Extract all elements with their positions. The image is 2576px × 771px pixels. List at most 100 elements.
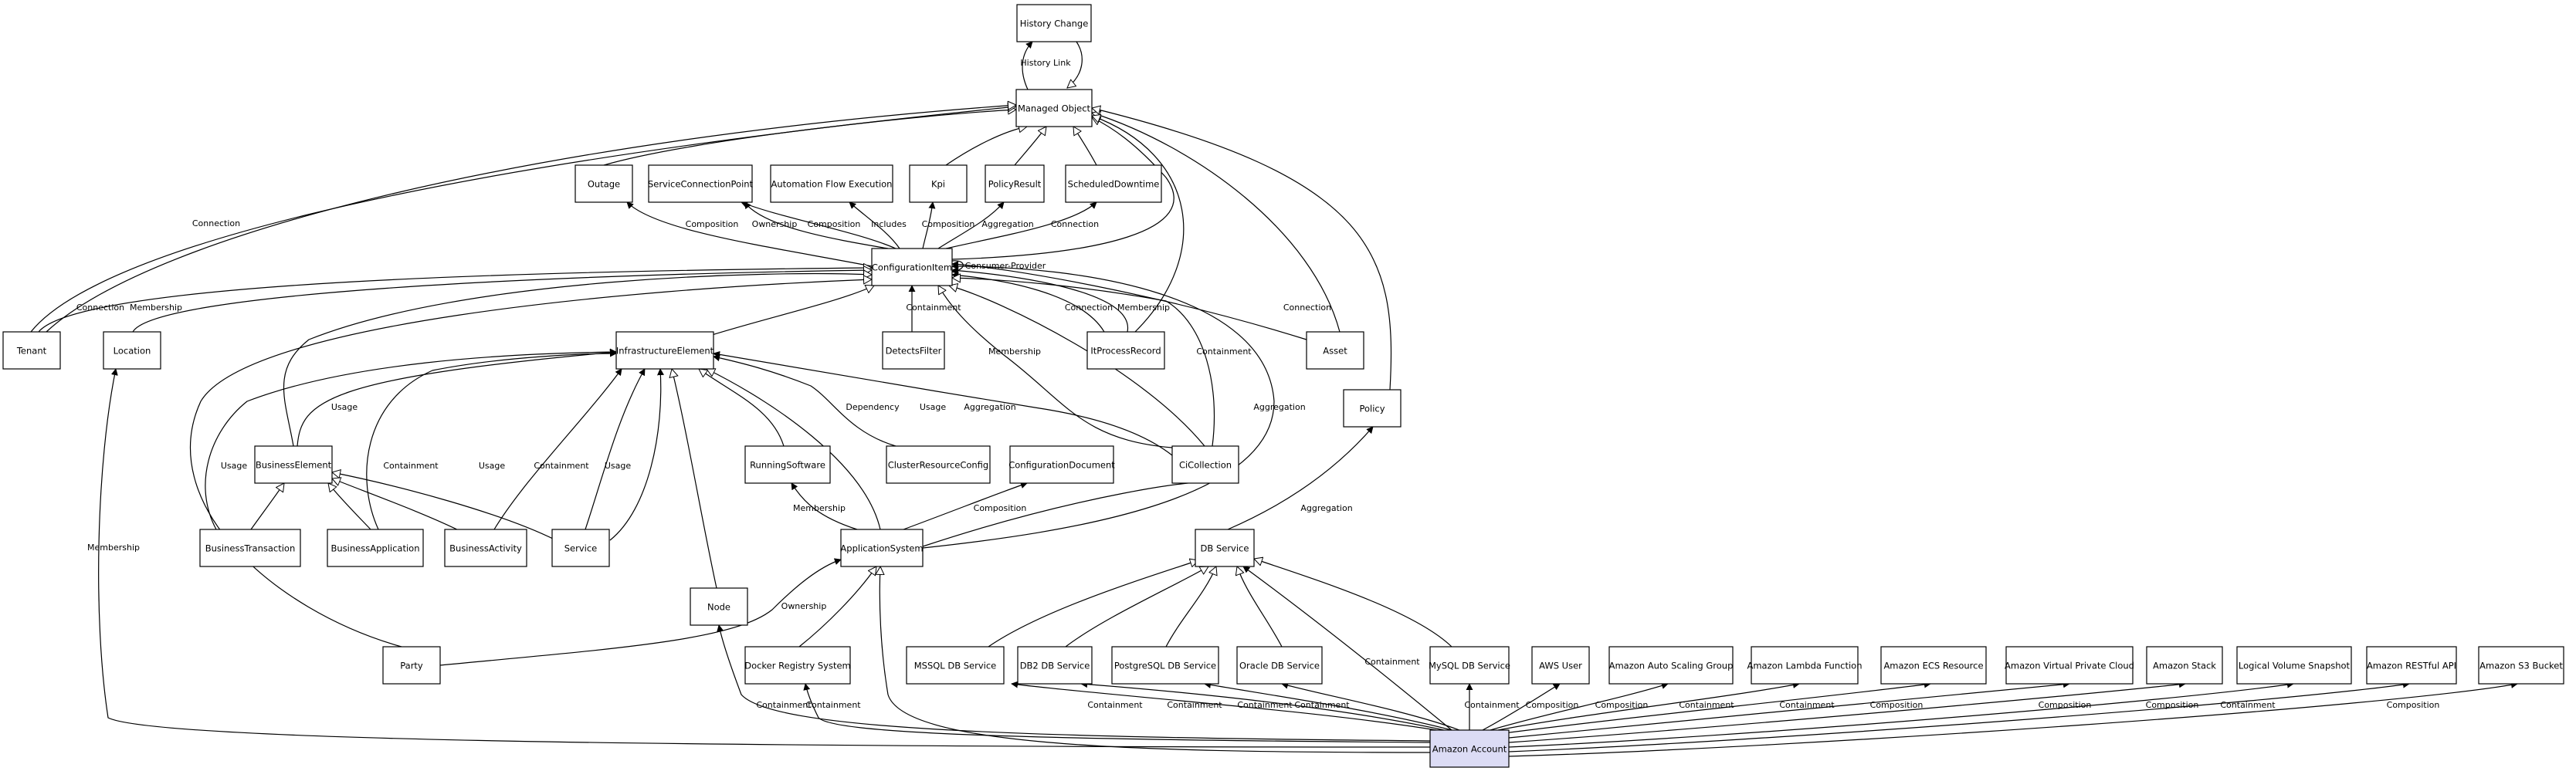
- node-docker-registry-system[interactable]: Docker Registry System: [744, 646, 851, 685]
- edge-label: Composition: [2387, 700, 2440, 710]
- edge-e-itpr-ci-memb: [951, 267, 1128, 333]
- node-mysql-db-service[interactable]: MySQL DB Service: [1429, 646, 1510, 685]
- node-configuration-document[interactable]: ConfigurationDocument: [1008, 445, 1115, 484]
- edge-e-bt-ie: [205, 348, 617, 530]
- node-business-transaction[interactable]: BusinessTransaction: [199, 529, 301, 567]
- edge-e-sd-mo: [1073, 127, 1097, 166]
- node-asset[interactable]: Asset: [1306, 331, 1364, 370]
- edge-e-aa-location: [98, 368, 1431, 748]
- node-box: [744, 646, 851, 685]
- edge-e-aa-mssql: [1011, 681, 1437, 731]
- edge-label: Connection: [192, 218, 240, 228]
- node-ci-collection[interactable]: CiCollection: [1171, 445, 1239, 484]
- node-label: ServiceConnectionPoint: [648, 179, 754, 190]
- node-label: Tenant: [16, 346, 47, 357]
- node-box: [1608, 646, 1734, 685]
- node-amazon-vpc[interactable]: Amazon Virtual Private Cloud: [2005, 646, 2134, 685]
- node-label: Docker Registry System: [744, 661, 851, 671]
- node-service-connection-point[interactable]: ServiceConnectionPoint: [648, 164, 754, 203]
- node-label: Amazon Virtual Private Cloud: [2005, 661, 2134, 671]
- node-db2-db-service[interactable]: DB2 DB Service: [1017, 646, 1093, 685]
- node-label: Amazon S3 Bucket: [2479, 661, 2563, 671]
- node-box: [1017, 646, 1093, 685]
- node-business-element[interactable]: BusinessElement: [254, 445, 333, 484]
- node-box: [882, 331, 945, 370]
- node-scheduled-downtime[interactable]: ScheduledDowntime: [1065, 164, 1162, 203]
- node-aws-user[interactable]: AWS User: [1531, 646, 1590, 685]
- node-outage[interactable]: Outage: [575, 164, 633, 203]
- node-managed-object[interactable]: Managed Object: [1015, 89, 1093, 127]
- edge-label: Containment: [1196, 347, 1252, 357]
- node-location[interactable]: Location: [103, 331, 161, 370]
- edge-label: Composition: [1526, 700, 1579, 710]
- edge-e-aa-drs: [803, 683, 1431, 743]
- edge-e-ba-be: [328, 483, 371, 530]
- node-tenant[interactable]: Tenant: [2, 331, 61, 370]
- node-policy[interactable]: Policy: [1343, 389, 1402, 428]
- node-label: DB2 DB Service: [1020, 661, 1090, 671]
- edge-label: Connection: [76, 303, 124, 313]
- edge-e-pg-dbs: [1165, 566, 1216, 648]
- node-application-system[interactable]: ApplicationSystem: [840, 529, 924, 567]
- node-label: MySQL DB Service: [1429, 661, 1510, 671]
- node-mssql-db-service[interactable]: MSSQL DB Service: [906, 646, 1005, 685]
- node-amazon-restful-api[interactable]: Amazon RESTful API: [2366, 646, 2457, 685]
- node-logical-volume-snapshot[interactable]: Logical Volume Snapshot: [2236, 646, 2352, 685]
- node-amazon-ecs-resource[interactable]: Amazon ECS Resource: [1880, 646, 1987, 685]
- node-db-service[interactable]: DB Service: [1195, 529, 1255, 567]
- node-running-software[interactable]: RunningSoftware: [744, 445, 831, 484]
- edge-label: Containment: [906, 303, 961, 313]
- node-box: [327, 529, 424, 567]
- node-cluster-resource-config[interactable]: ClusterResourceConfig: [886, 445, 991, 484]
- node-configuration-item[interactable]: ConfigurationItem: [871, 248, 953, 286]
- edge-label: Membership: [130, 303, 182, 313]
- node-label: Amazon ECS Resource: [1883, 661, 1983, 671]
- node-label: Managed Object: [1018, 103, 1091, 114]
- node-label: InfrastructureElement: [616, 346, 714, 357]
- node-box: [103, 331, 161, 370]
- edge-e-cic-ie: [713, 350, 1173, 456]
- node-business-activity[interactable]: BusinessActivity: [444, 529, 527, 567]
- node-amazon-stack[interactable]: Amazon Stack: [2146, 646, 2223, 685]
- edge-e-aa-db2: [1080, 681, 1445, 731]
- node-box: [2146, 646, 2223, 685]
- edge-e-ci-scp-own: [744, 201, 889, 249]
- edge-e-as-ci: [922, 262, 1275, 549]
- node-oracle-db-service[interactable]: Oracle DB Service: [1236, 646, 1323, 685]
- node-label: MSSQL DB Service: [914, 661, 997, 671]
- node-it-process-record[interactable]: ItProcessRecord: [1086, 331, 1165, 370]
- edge-label: Aggregation: [1253, 402, 1305, 412]
- node-label: Amazon Auto Scaling Group: [1609, 661, 1734, 671]
- edge-e-aa-asg: [1490, 682, 1669, 731]
- node-service[interactable]: Service: [551, 529, 610, 567]
- node-amazon-auto-scaling-group[interactable]: Amazon Auto Scaling Group: [1608, 646, 1734, 685]
- edge-e-be-ci: [283, 274, 873, 447]
- node-box: [1306, 331, 1364, 370]
- edge-e-ci-kpi: [922, 201, 936, 249]
- edge-label: Aggregation: [981, 219, 1033, 229]
- node-history-change[interactable]: History Change: [1016, 4, 1092, 42]
- edge-e-tenant-mo-conn: [46, 105, 1016, 333]
- node-label: Amazon Stack: [2153, 661, 2216, 671]
- node-amazon-account[interactable]: Amazon Account: [1429, 729, 1510, 768]
- node-automation-flow-execution[interactable]: Automation Flow Execution: [770, 164, 893, 203]
- node-infrastructure-element[interactable]: InfrastructureElement: [615, 331, 714, 370]
- edge-e-aa-s3: [1508, 681, 2518, 757]
- node-box: [1236, 646, 1323, 685]
- node-amazon-lambda-function[interactable]: Amazon Lambda Function: [1747, 646, 1863, 685]
- node-postgresql-db-service[interactable]: PostgreSQL DB Service: [1111, 646, 1219, 685]
- edge-e-as-cic: [922, 482, 1205, 547]
- edge-e-ie-ci: [711, 286, 874, 336]
- node-party[interactable]: Party: [382, 646, 441, 685]
- node-amazon-s3-bucket[interactable]: Amazon S3 Bucket: [2478, 646, 2564, 685]
- node-box: [2005, 646, 2134, 685]
- node-detectsfilter[interactable]: DetectsFilter: [882, 331, 945, 370]
- node-kpi[interactable]: Kpi: [909, 164, 968, 203]
- node-node[interactable]: Node: [690, 587, 748, 626]
- node-policy-result[interactable]: PolicyResult: [985, 164, 1045, 203]
- edge-e-aa-lambda: [1497, 681, 1800, 731]
- node-business-application[interactable]: BusinessApplication: [327, 529, 424, 567]
- edge-label: Containment: [1237, 700, 1293, 710]
